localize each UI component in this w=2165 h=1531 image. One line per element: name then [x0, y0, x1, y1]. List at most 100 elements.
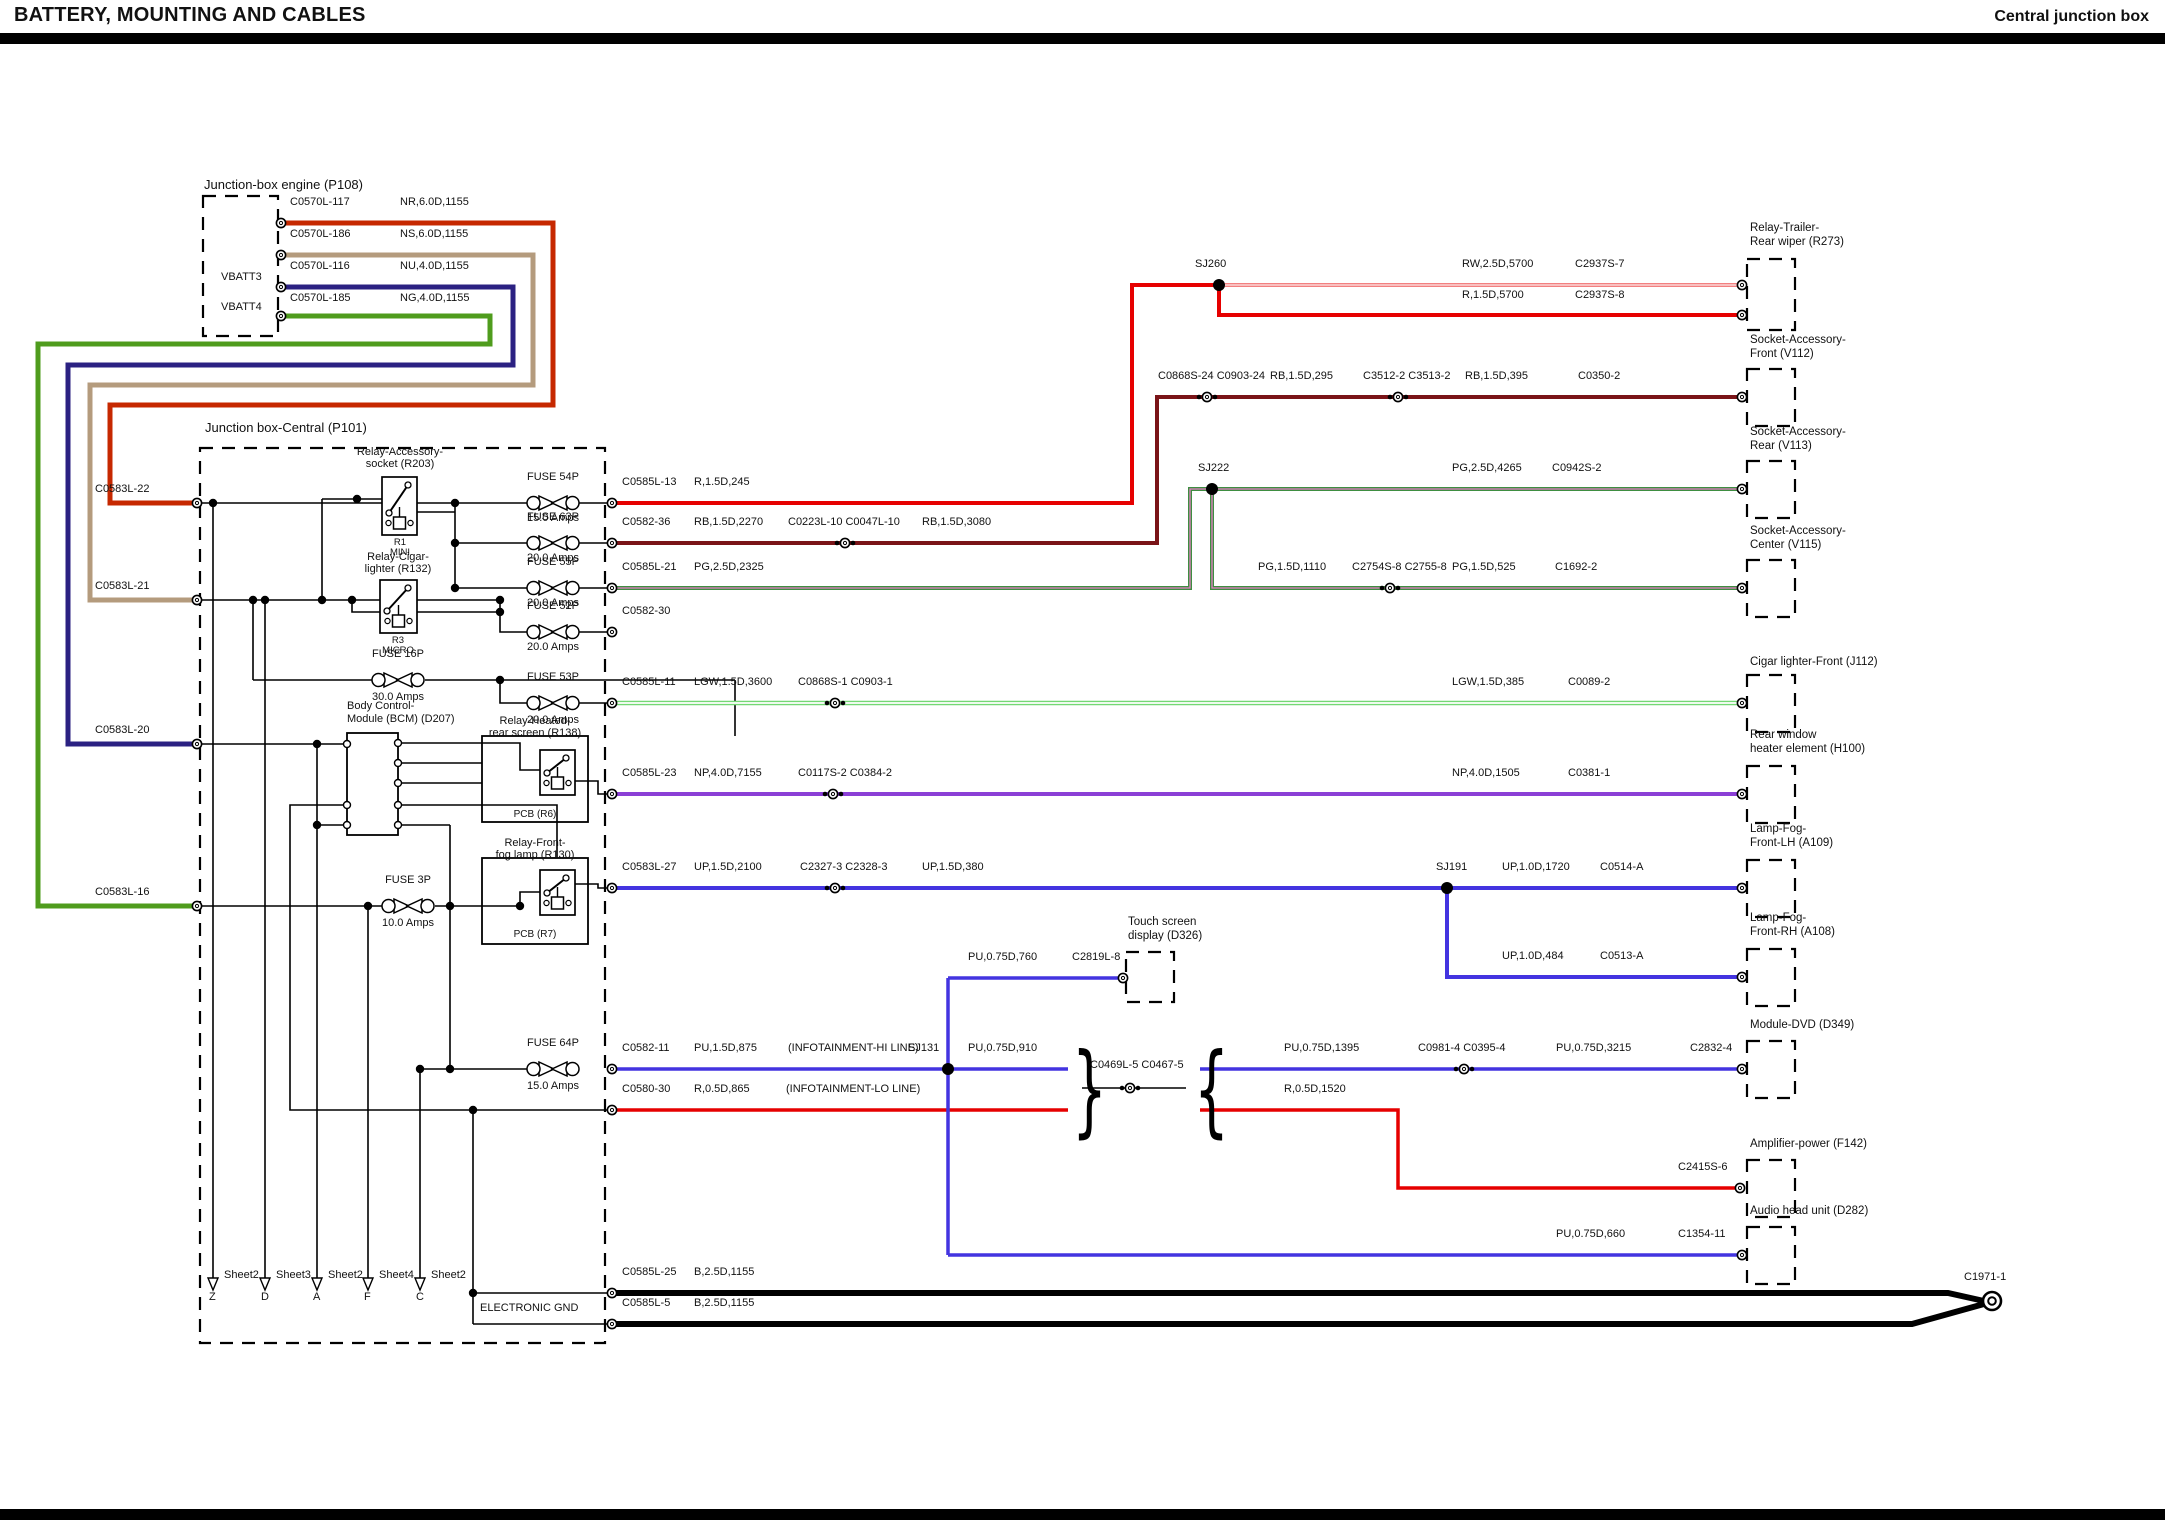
inline-connector-ring-5-inner	[1395, 394, 1401, 400]
footer-rule	[0, 1509, 2165, 1520]
fuse-cap-4	[371, 672, 386, 688]
connector-ring-2	[275, 281, 287, 293]
pcb-r7-box	[481, 857, 589, 945]
junction-dot-16	[515, 901, 525, 911]
wire-pg-main-core	[612, 488, 1742, 589]
connector-ring-16-inner	[609, 1107, 615, 1113]
ground-lug-inner	[1987, 1296, 1997, 1306]
v113-wire: PG,2.5D,4265	[1452, 462, 1522, 474]
fuse-symbol-5	[550, 694, 568, 712]
splice-dot-3	[942, 1063, 954, 1075]
inline-conn-dot-r-3	[840, 885, 846, 891]
relay-coil-pin-0	[407, 519, 414, 527]
connector-ring-3	[275, 310, 287, 322]
connector-ring-13-inner	[609, 791, 615, 797]
pin-label-c0570l-185: C0570L-185	[290, 292, 351, 304]
inline-connector-ring-8	[1124, 1082, 1136, 1094]
fuse-cap-1	[526, 535, 541, 551]
row53-wire: LGW,1.5D,3600	[694, 676, 773, 688]
connector-ring-10	[606, 582, 618, 594]
connector-ring-15	[606, 1063, 618, 1075]
connector-ring-5	[191, 594, 203, 606]
row63-conn: C0582-36	[622, 516, 671, 528]
vbatt3-label: VBATT3	[221, 271, 262, 283]
fuse-cap-5	[526, 695, 541, 711]
sheet-ref-3: Sheet2	[328, 1269, 363, 1281]
rowlo-note: (INFOTAINMENT-LO LINE)	[786, 1083, 921, 1095]
sheet-letter-d: D	[261, 1291, 269, 1303]
f142-wire: R,0.5D,1520	[1284, 1083, 1346, 1095]
connector-ring-16	[606, 1104, 618, 1116]
wire-b-gnd2	[612, 1301, 1985, 1327]
conn-c0089-2: C0089-2	[1568, 676, 1611, 688]
relay-coil-pin-2	[565, 779, 572, 787]
relay-r203-name2: socket (R203)	[365, 458, 435, 470]
relay-coil-0	[392, 516, 407, 530]
internal-wire-34	[575, 883, 612, 889]
comp-d349: Module-DVD (D349)	[1750, 1019, 1855, 1031]
bcm-pin-5	[342, 739, 352, 749]
connector-ring-0-inner	[278, 220, 284, 226]
fuse16p-label: FUSE 16P	[372, 648, 424, 660]
wire-ns-feed	[87, 252, 536, 603]
connector-ring-22	[1736, 483, 1748, 495]
relay-switch-2	[546, 757, 567, 774]
conn-label-c0583l-21: C0583L-21	[95, 580, 150, 592]
junction-dot-19	[468, 1105, 478, 1115]
comp-v115-2: Center (V115)	[1750, 539, 1822, 551]
connector-ring-13	[606, 788, 618, 800]
conn-c0942s-2: C0942S-2	[1552, 462, 1602, 474]
connector-ring-19-inner	[1739, 282, 1745, 288]
comp-box-h100	[1745, 764, 1797, 825]
connector-ring-23-inner	[1739, 585, 1745, 591]
inline-conn-dot-l-8	[1119, 1085, 1125, 1091]
connector-ring-8	[606, 497, 618, 509]
sj191-label: SJ191	[1436, 861, 1468, 873]
row54-conn: C0585L-13	[622, 476, 677, 488]
connector-ring-14	[606, 882, 618, 894]
inline-connector-ring-6	[1384, 582, 1396, 594]
connector-ring-8-inner	[609, 500, 615, 506]
comp-box-v113	[1745, 459, 1797, 520]
relay-r132-name2: lighter (R132)	[364, 563, 432, 575]
connector-ring-9-inner	[609, 540, 615, 546]
inline-conn-dot-r-1	[840, 700, 846, 706]
relay-switch-0	[388, 484, 409, 514]
bcm-pin-2	[393, 778, 403, 788]
connector-ring-17-inner	[609, 1290, 615, 1296]
fuse54p-label: FUSE 54P	[527, 471, 579, 483]
connector-ring-27-inner	[1739, 974, 1745, 980]
fuse-cap-0	[565, 495, 580, 511]
conn-c2937s-8: C2937S-8	[1575, 289, 1625, 301]
wire-rb-fuse63	[612, 395, 1742, 545]
sheet-letter-c: C	[416, 1291, 424, 1303]
gnd1-wire: B,2.5D,1155	[694, 1266, 755, 1278]
connector-ring-2-inner	[278, 284, 284, 290]
connector-ring-19	[1736, 279, 1748, 291]
junction-dot-1	[450, 498, 460, 508]
sheet-arrow-1	[258, 1277, 272, 1292]
comp-r273-2: Rear wiper (R273)	[1750, 236, 1844, 248]
sj260-label: SJ260	[1195, 258, 1227, 270]
internal-wire-22	[398, 804, 558, 858]
wire-label-ng: NG,4.0D,1155	[400, 292, 470, 304]
connector-ring-31	[1736, 1249, 1748, 1261]
fuse-cap-3	[565, 624, 580, 640]
row52-conn: C0582-30	[622, 605, 671, 617]
gnd1-conn: C0585L-25	[622, 1266, 677, 1278]
inline-connector-ring-3	[829, 882, 841, 894]
relay-r138-name1: Relay-Heated-	[499, 715, 571, 727]
junction-dot-12	[312, 739, 322, 749]
comp-box-v115	[1745, 558, 1797, 619]
comp-box-d282	[1745, 1225, 1797, 1286]
rowlo-wire: R,0.5D,865	[694, 1083, 750, 1095]
relay-r132-type2: MICRO	[382, 645, 414, 656]
wire-r-amp	[1200, 1108, 1738, 1190]
fuse-cap-2	[526, 580, 541, 596]
relay-coil-pin-3	[565, 899, 572, 907]
fuse-cap-6	[381, 898, 396, 914]
relay-r203-type2: MINI	[389, 547, 411, 558]
rowfog-wire2: UP,1.5D,380	[922, 861, 984, 873]
conn-c2937s-7: C2937S-7	[1575, 258, 1625, 270]
